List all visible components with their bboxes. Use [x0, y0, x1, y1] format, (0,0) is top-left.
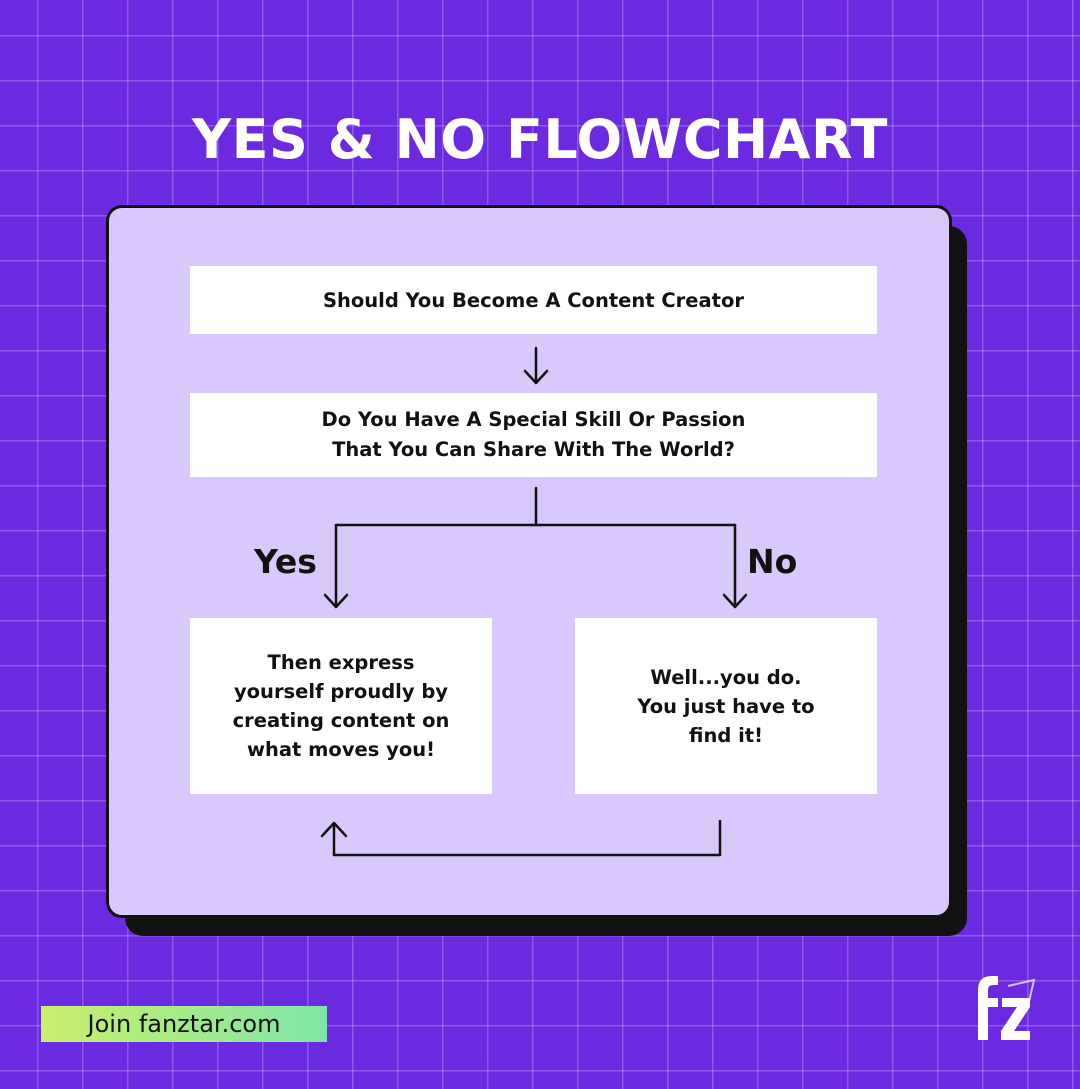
fz-logo-icon [978, 976, 1036, 1040]
start-node-text: Should You Become A Content Creator [322, 288, 745, 312]
yes-branch-label: Yes [254, 542, 317, 581]
question-node: Do You Have A Special Skill Or Passion T… [190, 393, 877, 477]
no-answer-node: Well...you do. You just have to find it! [575, 618, 877, 794]
no-answer-text: Well...you do. You just have to find it! [637, 665, 815, 747]
no-branch-label: No [747, 542, 798, 581]
start-node: Should You Become A Content Creator [190, 266, 877, 334]
join-link[interactable]: Join fanztar.com [41, 1006, 327, 1042]
yes-answer-text: Then express yourself proudly by creatin… [232, 651, 450, 761]
question-node-text: Do You Have A Special Skill Or Passion T… [321, 408, 746, 461]
yes-answer-node: Then express yourself proudly by creatin… [190, 618, 492, 794]
page-title: YES & NO FLOWCHART [192, 108, 888, 171]
